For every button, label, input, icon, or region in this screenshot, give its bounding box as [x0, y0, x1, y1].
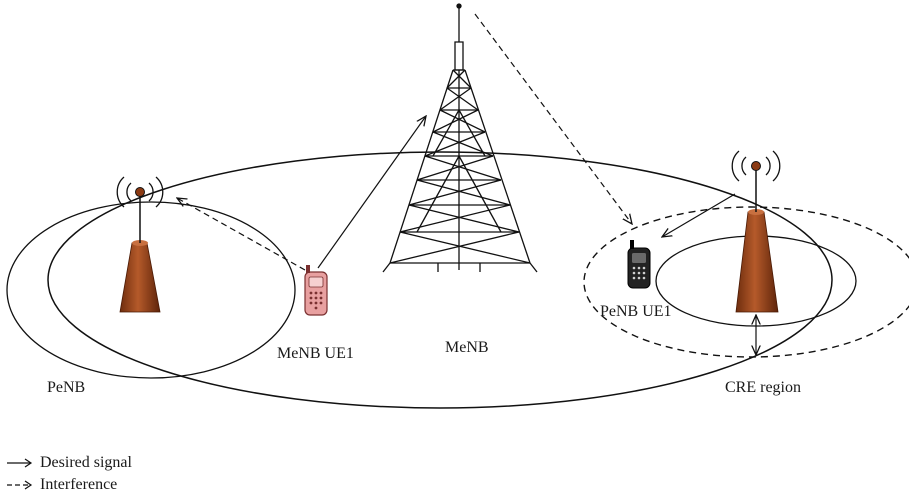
legend-interference: Interference [6, 476, 117, 494]
legend-desired-signal: Desired signal [6, 454, 132, 472]
menb-label: MeNB [445, 339, 489, 356]
solid-arrow-legend-icon [7, 458, 33, 468]
penb-ue1-label: PeNB UE1 [600, 303, 672, 320]
dashed-arrow-legend-icon [7, 480, 33, 490]
legend-desired-label: Desired signal [40, 454, 132, 471]
pico-cell-left-coverage [6, 201, 296, 379]
penb-left-tower-icon [116, 176, 164, 313]
interference-arrow-left-penb [177, 198, 306, 271]
menb-tower-icon [382, 3, 538, 273]
desired-signal-arrow-right-penb [662, 193, 736, 237]
legend-interference-label: Interference [40, 476, 118, 493]
macro-cell-coverage [47, 151, 833, 409]
cre-region-boundary [583, 206, 909, 358]
menb-ue1-phone-icon [304, 265, 328, 316]
penb-right-tower-icon [731, 150, 781, 313]
menb-ue1-label: MeNB UE1 [277, 345, 354, 362]
cre-region-label: CRE region [725, 379, 801, 396]
penb-left-label: PeNB [47, 379, 85, 396]
interference-arrow-menb-to-penb-ue [474, 13, 632, 224]
penb-ue1-phone-icon [627, 240, 651, 289]
desired-signal-arrow-menb [317, 116, 426, 269]
